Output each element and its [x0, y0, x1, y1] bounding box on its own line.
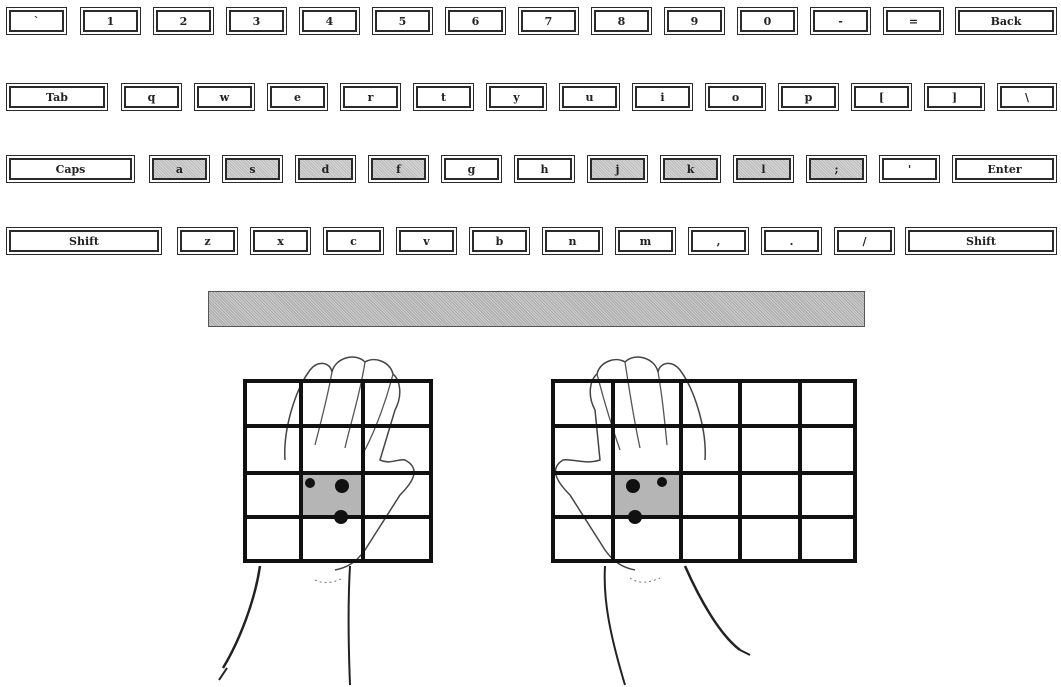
- key-b[interactable]: b: [472, 230, 527, 252]
- key-t[interactable]: t: [416, 86, 471, 108]
- key-1[interactable]: 1: [83, 10, 138, 32]
- key-v[interactable]: v: [399, 230, 454, 252]
- touch-point: [628, 510, 642, 524]
- left-hand-illustration: [215, 350, 455, 687]
- key-minus[interactable]: -: [813, 10, 868, 32]
- right-hand-illustration: [535, 350, 865, 687]
- key-0[interactable]: 0: [740, 10, 795, 32]
- key-7[interactable]: 7: [521, 10, 576, 32]
- key-n[interactable]: n: [545, 230, 600, 252]
- key-g[interactable]: g: [444, 158, 499, 180]
- key-period[interactable]: .: [764, 230, 819, 252]
- key-a[interactable]: a: [152, 158, 207, 180]
- key-4[interactable]: 4: [302, 10, 357, 32]
- key-6[interactable]: 6: [448, 10, 503, 32]
- key-x[interactable]: x: [253, 230, 308, 252]
- touch-point: [305, 478, 315, 488]
- key-spacebar[interactable]: [208, 291, 865, 327]
- left-hand-grid-figure: [215, 350, 455, 687]
- key-enter[interactable]: Enter: [955, 158, 1054, 180]
- key-comma[interactable]: ,: [691, 230, 746, 252]
- key-3[interactable]: 3: [229, 10, 284, 32]
- key-backspace[interactable]: Back: [958, 10, 1054, 32]
- key-8[interactable]: 8: [594, 10, 649, 32]
- key-9[interactable]: 9: [667, 10, 722, 32]
- touch-point: [335, 479, 349, 493]
- key-caps-lock[interactable]: Caps: [9, 158, 132, 180]
- key-2[interactable]: 2: [156, 10, 211, 32]
- right-hand-grid: [553, 381, 855, 561]
- key-left-bracket[interactable]: [: [854, 86, 909, 108]
- key-q[interactable]: q: [124, 86, 179, 108]
- key-semicolon[interactable]: ;: [809, 158, 864, 180]
- key-tab[interactable]: Tab: [9, 86, 105, 108]
- key-k[interactable]: k: [663, 158, 718, 180]
- key-d[interactable]: d: [298, 158, 353, 180]
- key-apostrophe[interactable]: ': [882, 158, 937, 180]
- key-w[interactable]: w: [197, 86, 252, 108]
- key-j[interactable]: j: [590, 158, 645, 180]
- key-o[interactable]: o: [708, 86, 763, 108]
- key-y[interactable]: y: [489, 86, 544, 108]
- key-r[interactable]: r: [343, 86, 398, 108]
- right-hand-grid-figure: [535, 350, 865, 687]
- key-5[interactable]: 5: [375, 10, 430, 32]
- key-slash[interactable]: /: [837, 230, 892, 252]
- key-right-bracket[interactable]: ]: [927, 86, 982, 108]
- key-backslash[interactable]: \: [1000, 86, 1054, 108]
- touch-point: [334, 510, 348, 524]
- key-left-shift[interactable]: Shift: [9, 230, 159, 252]
- key-right-shift[interactable]: Shift: [908, 230, 1054, 252]
- touch-cell-right: [613, 473, 681, 517]
- left-hand-grid: [245, 381, 431, 561]
- touch-point: [626, 479, 640, 493]
- key-h[interactable]: h: [517, 158, 572, 180]
- key-backtick[interactable]: `: [9, 10, 64, 32]
- touch-point: [657, 477, 667, 487]
- key-m[interactable]: m: [618, 230, 673, 252]
- key-p[interactable]: p: [781, 86, 836, 108]
- key-z[interactable]: z: [180, 230, 235, 252]
- key-e[interactable]: e: [270, 86, 325, 108]
- key-f[interactable]: f: [371, 158, 426, 180]
- key-u[interactable]: u: [562, 86, 617, 108]
- key-equals[interactable]: =: [886, 10, 941, 32]
- key-c[interactable]: c: [326, 230, 381, 252]
- key-l[interactable]: l: [736, 158, 791, 180]
- key-s[interactable]: s: [225, 158, 280, 180]
- key-i[interactable]: i: [635, 86, 690, 108]
